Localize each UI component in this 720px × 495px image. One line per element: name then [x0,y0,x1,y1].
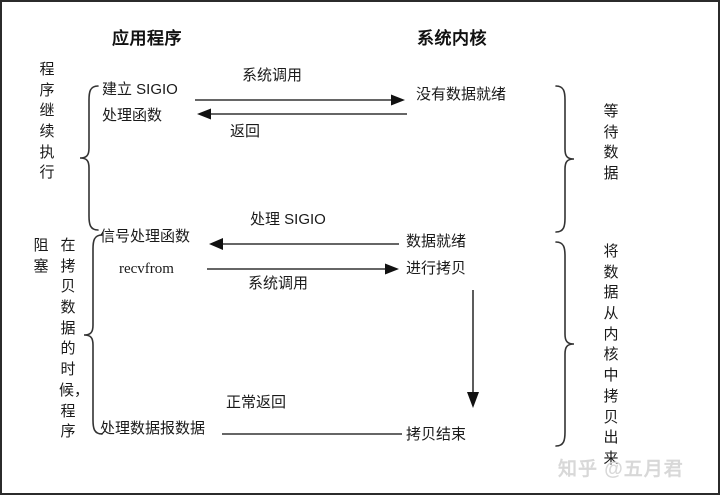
arrow-label-normal-return: 正常返回 [226,394,287,411]
watermark: 知乎 @五月君 [558,459,684,480]
label-do-copy: 进行拷贝 [406,260,467,277]
annotation-program-continues: 程序继续执行 [39,61,55,182]
arrow-syscall-mid [207,263,399,275]
arrow-kernel-copy-down [467,290,479,408]
label-no-data-ready: 没有数据就绪 [416,86,507,103]
right-brace-copy-from-kernel [555,241,575,447]
left-brace-program-continues [79,85,99,231]
left-brace-blocked [83,234,103,435]
arrow-label-handle-sigio: 处理 SIGIO [250,211,326,228]
arrow-label-return-top: 返回 [230,123,261,140]
label-process-datagram: 处理数据报数据 [100,420,206,437]
column-header-kernel: 系统内核 [417,29,487,48]
line-normal-return [222,433,402,435]
arrow-label-syscall-top: 系统调用 [242,67,303,84]
column-header-application: 应用程序 [112,29,182,48]
annotation-while-copying: 在拷贝数据的时候，程序 [59,237,90,441]
label-recvfrom: recvfrom [119,261,174,277]
right-brace-waiting-for-data [555,85,575,233]
arrow-handle-sigio [209,238,399,250]
annotation-copy-from-kernel: 将数据从内核中拷贝出来 [603,243,619,467]
label-handler-function: 处理函数 [102,107,163,124]
arrow-label-syscall-mid: 系统调用 [248,275,309,292]
label-establish-sigio: 建立 SIGIO [102,81,178,98]
annotation-waiting-for-data: 等待数据 [603,103,619,183]
annotation-blocked: 阻塞 [33,237,49,275]
label-data-ready: 数据就绪 [406,233,467,250]
arrow-return-top [197,108,407,120]
label-signal-handler: 信号处理函数 [100,228,191,245]
arrow-syscall-top [195,94,405,106]
label-copy-finished: 拷贝结束 [406,426,467,443]
